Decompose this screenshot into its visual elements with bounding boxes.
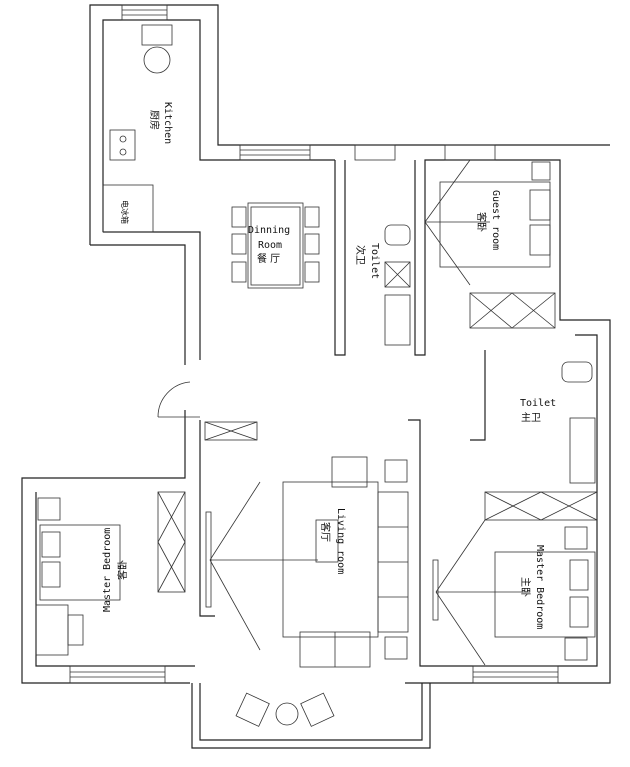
room-label-kitchen: Kitchen 厨房 (148, 102, 173, 144)
toilet2-label-en: Toilet (369, 243, 380, 279)
toilet1-label-cn: 主卫 (521, 412, 541, 424)
bedroom-right-label-cn: 主卧 (519, 577, 532, 597)
fridge-label: 电冰箱 (120, 200, 130, 224)
bedroom-left-label-cn: 客卧 (116, 560, 129, 580)
dining-label-en2: Room (258, 240, 282, 251)
dining-label-cn: 餐 厅 (257, 252, 280, 265)
guest-label-en: Guest room (490, 190, 501, 250)
walls (21, 4, 611, 749)
kitchen-label-cn: 厨房 (148, 110, 161, 130)
dining-label-en1: Dinning (248, 225, 290, 236)
guest-label-cn: 客卧 (475, 212, 488, 232)
bedroom-right-label-en: Master Bedroom (534, 545, 545, 629)
kitchen-label-en: Kitchen (162, 102, 173, 144)
bedroom-left-label-en: Master Bedroom (102, 528, 113, 612)
furniture (35, 24, 598, 727)
living-label-cn: 客厅 (319, 522, 332, 542)
toilet2-label-cn: 次卫 (354, 245, 367, 265)
living-label-en: Living room (335, 508, 346, 574)
toilet1-label-en: Toilet (520, 398, 556, 409)
